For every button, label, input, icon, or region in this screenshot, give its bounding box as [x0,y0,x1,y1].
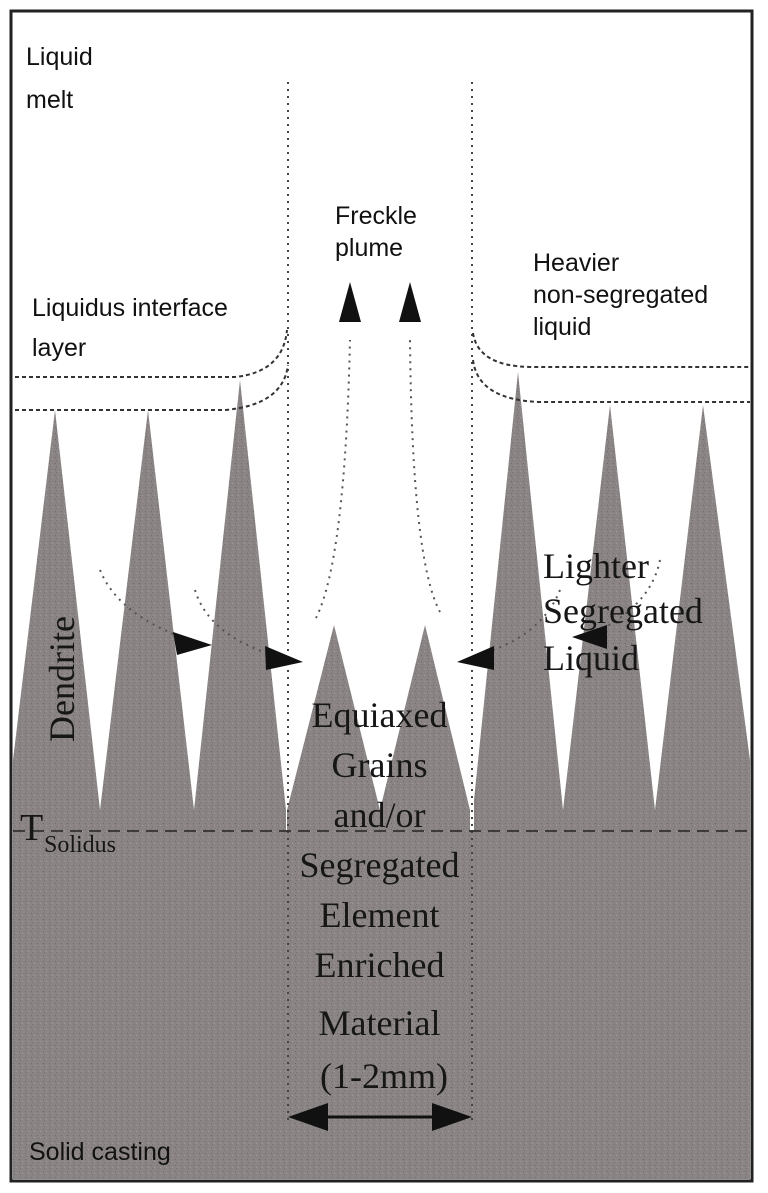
solid-casting-region [13,830,750,1179]
liquidus-curve-right-lower [472,359,750,403]
flow-arrow-left-1 [173,632,212,655]
label-dendrite: Dendrite [42,616,82,742]
liquidus-curve-left-lower [15,364,289,411]
flow-arrow-left-2 [265,646,303,670]
lateral-flow-left-1 [99,569,206,646]
dendrite-3 [194,380,286,830]
label-liquid-melt: Liquid melt [26,43,100,114]
label-equiaxed-grains: Equiaxed Grains and/or Segregated Elemen… [300,695,469,1096]
dendrite-5 [563,405,655,830]
label-lighter-liquid: Lighter Segregated Liquid [543,546,712,678]
width-arrow-right [432,1103,472,1131]
flow-arrow-right-1 [457,646,494,670]
dendrite-6 [655,405,750,830]
liquidus-curve-right-upper [472,332,750,368]
label-t-solidus: T Solidus [20,807,116,858]
equiaxed-grain-2 [380,625,470,830]
width-arrow-left [288,1103,328,1131]
equiaxed-grain-1 [287,625,380,830]
plume-arrow-left [339,282,361,322]
label-freckle-plume: Freckle plume [335,202,424,262]
plume-arrow-right [399,282,421,322]
dendrite-4 [474,372,563,830]
label-liquidus-interface: Liquidus interface layer [32,294,235,362]
flow-arrow-right-2 [572,625,607,649]
liquidus-curve-left-upper [15,329,288,378]
dendrite-1 [13,410,100,830]
label-heavier-liquid: Heavier non-segregated liquid [533,249,715,341]
label-solid-casting: Solid casting [29,1138,171,1166]
